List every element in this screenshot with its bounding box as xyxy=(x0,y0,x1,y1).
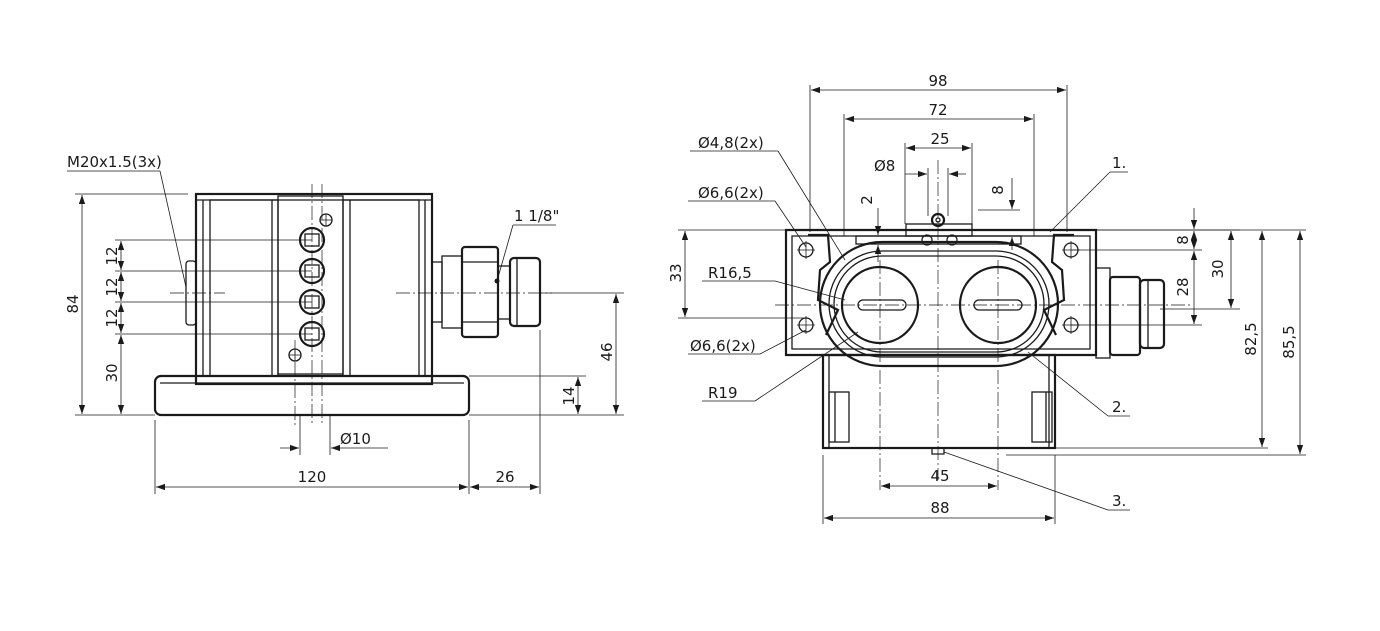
side-view: 84 12 12 12 30 M20x1.5(3x) 1 1/8" 46 14 xyxy=(64,153,624,494)
front-dim-72: 72 xyxy=(928,101,947,119)
front-item-3: 3. xyxy=(1112,492,1126,510)
side-center-plate xyxy=(277,195,344,375)
front-dim-vert-8: 8 xyxy=(989,185,1007,195)
front-callout-hole-66-top: Ø6,6(2x) xyxy=(698,184,764,202)
side-connector xyxy=(431,245,542,339)
front-dim-25: 25 xyxy=(930,130,949,148)
side-dim-46: 46 xyxy=(598,342,616,361)
side-callout-thread: M20x1.5(3x) xyxy=(67,153,162,171)
side-dim-12-c: 12 xyxy=(103,308,121,327)
side-dim-26: 26 xyxy=(495,468,514,486)
front-view: 98 72 25 Ø8 8 2 Ø4,8(2x) Ø6,6(2x) xyxy=(667,72,1306,524)
front-dim-right-28: 28 xyxy=(1174,277,1192,296)
front-dim-hole-8: Ø8 xyxy=(874,157,895,175)
front-callout-r19: R19 xyxy=(708,384,738,402)
front-callout-r165: R16,5 xyxy=(708,264,752,282)
front-dim-right-30: 30 xyxy=(1209,259,1227,278)
side-dim-12-a: 12 xyxy=(103,246,121,265)
side-body xyxy=(194,192,434,386)
front-dim-vert-2: 2 xyxy=(858,195,876,205)
front-dim-98: 98 xyxy=(928,72,947,90)
front-item-2: 2. xyxy=(1112,398,1126,416)
front-oval-outer xyxy=(818,240,1060,368)
side-dim-120: 120 xyxy=(298,468,327,486)
side-dim-14: 14 xyxy=(560,386,578,405)
side-dim-84: 84 xyxy=(64,294,82,313)
side-callout-conduit: 1 1/8" xyxy=(514,207,559,225)
side-right-panel xyxy=(342,199,420,377)
front-callout-hole-66-bottom: Ø6,6(2x) xyxy=(690,337,756,355)
side-left-plug xyxy=(185,260,197,326)
front-dim-88: 88 xyxy=(930,499,949,517)
front-bottom-box xyxy=(821,353,1057,450)
front-callout-hole-48: Ø4,8(2x) xyxy=(698,134,764,152)
side-dim-hole-10: Ø10 xyxy=(340,430,371,448)
front-dim-right-8: 8 xyxy=(1174,235,1192,245)
front-dim-45: 45 xyxy=(930,467,949,485)
side-dim-12-b: 12 xyxy=(103,277,121,296)
front-dim-855: 85,5 xyxy=(1280,325,1298,358)
front-connector xyxy=(1095,267,1166,359)
front-item-1: 1. xyxy=(1112,154,1126,172)
side-left-panel xyxy=(209,199,279,377)
side-dim-30: 30 xyxy=(103,363,121,382)
front-dim-33: 33 xyxy=(667,263,685,282)
front-dim-825: 82,5 xyxy=(1242,322,1260,355)
